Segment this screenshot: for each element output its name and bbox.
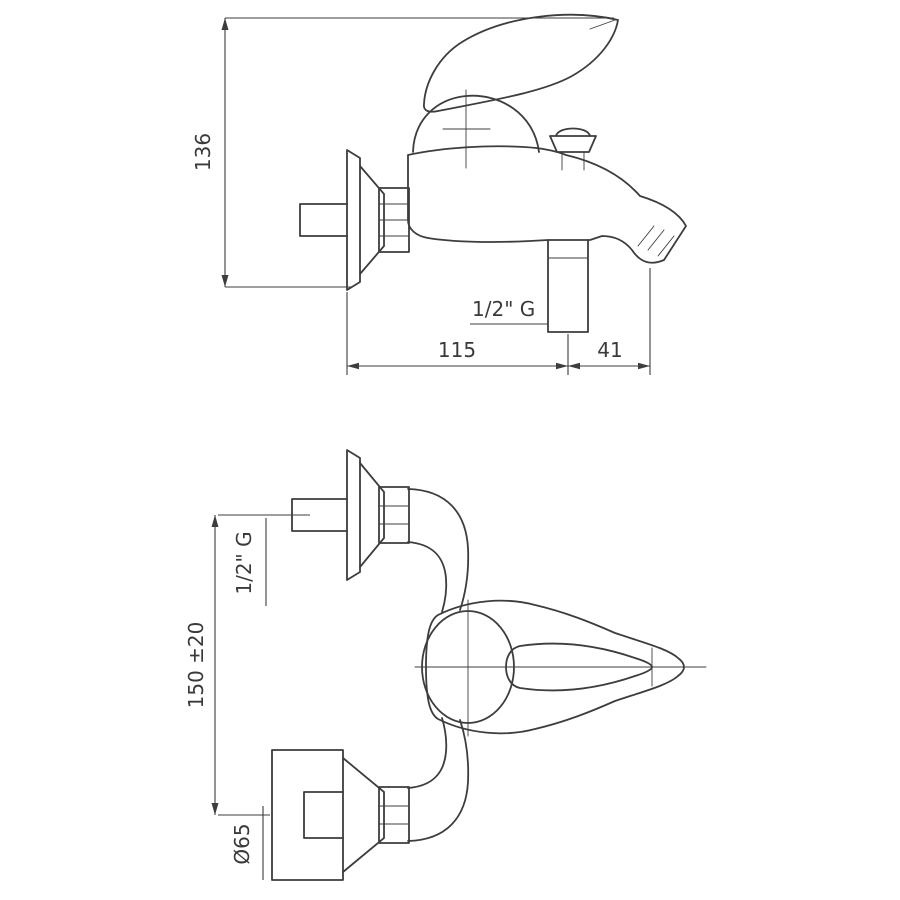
dim-label-diameter: Ø65 xyxy=(230,823,254,864)
front-lower-flange xyxy=(271,749,410,881)
handle-outline xyxy=(423,13,619,113)
arrowhead-115-right xyxy=(556,362,568,370)
body-outline xyxy=(425,599,685,735)
handle-edge-line xyxy=(589,19,616,30)
dimension-width-115-41: 115 41 xyxy=(346,268,651,375)
inlet-pipe-end xyxy=(303,791,344,839)
flange-plate xyxy=(346,149,361,291)
dimension-centers-150: 150 ±20 xyxy=(184,514,310,816)
arrowhead-41-right xyxy=(638,362,650,370)
outlet-pipe-outline xyxy=(547,239,589,333)
diverter-stem xyxy=(561,151,585,171)
upper-arm-outer xyxy=(407,488,470,611)
arrowhead-up xyxy=(221,18,229,30)
side-diverter-knob xyxy=(549,127,597,171)
flange-plate xyxy=(346,449,361,581)
arrowhead-down xyxy=(211,803,219,815)
hex-nut-facets xyxy=(378,805,410,825)
upper-arm-inner xyxy=(407,541,448,613)
inlet-pipe-stub xyxy=(299,203,348,237)
front-upper-flange xyxy=(291,449,410,581)
flange-hex-nut xyxy=(378,786,410,844)
front-diameter-callout: Ø65 xyxy=(230,806,264,880)
arrowhead-up xyxy=(211,515,219,527)
side-cartridge-dome xyxy=(412,89,540,169)
front-connecting-arms xyxy=(407,488,470,842)
flange-square-plate xyxy=(271,749,344,881)
side-thread-callout: 1/2" G xyxy=(470,297,548,325)
side-view: 1/2" G 136 115 41 xyxy=(191,13,687,375)
hex-nut-facets xyxy=(378,203,410,237)
hex-nut-facets xyxy=(378,505,410,525)
side-wall-flange xyxy=(299,149,410,291)
side-thread-label: 1/2" G xyxy=(472,297,535,321)
flange-cone xyxy=(359,462,385,568)
flange-hex-nut xyxy=(378,486,410,544)
dim-label-115: 115 xyxy=(438,338,476,362)
diverter-cap xyxy=(549,127,597,153)
lower-arm-outer xyxy=(407,719,470,842)
side-lever-handle xyxy=(423,13,619,113)
front-thread-label: 1/2" G xyxy=(232,531,256,594)
dim-label-150: 150 ±20 xyxy=(184,622,208,709)
front-body xyxy=(414,599,707,737)
body-outline xyxy=(407,145,687,264)
dim-label-136: 136 xyxy=(191,133,215,171)
front-view: 1/2" G Ø65 150 ±20 xyxy=(184,449,707,881)
arrowhead-115-left xyxy=(347,362,359,370)
arrowhead-41-left xyxy=(568,362,580,370)
front-thread-callout: 1/2" G xyxy=(232,518,267,606)
flange-cone xyxy=(342,757,385,873)
dimension-height-136: 136 xyxy=(191,17,614,288)
spout-aerator-hatch xyxy=(637,225,675,257)
dim-label-41: 41 xyxy=(597,338,622,362)
side-outlet-pipe xyxy=(547,239,589,333)
arrowhead-down xyxy=(221,275,229,287)
lower-arm-inner xyxy=(407,717,448,789)
side-body xyxy=(407,145,687,264)
